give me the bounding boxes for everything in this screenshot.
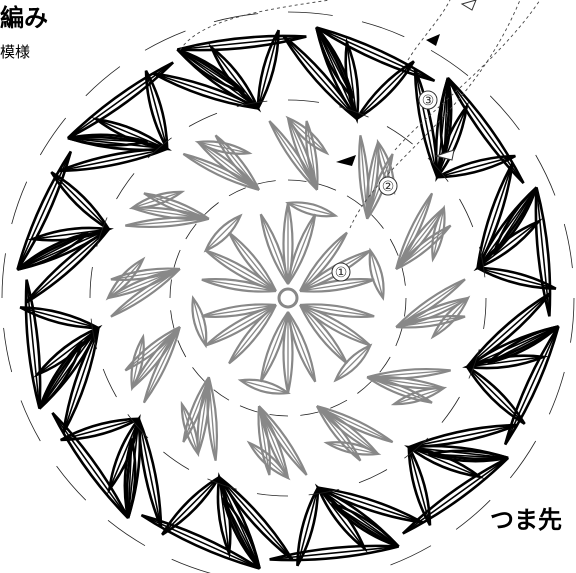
center-loop [279,289,297,307]
direction-arrow [371,215,383,229]
middle-ring-stitches [108,118,468,478]
direction-arrow [214,14,258,22]
direction-arrow [108,520,145,545]
direction-arrow [300,412,318,415]
outer-stitch-line [467,367,524,424]
outer-stitch-line [409,425,517,447]
direction-arrows [2,12,574,573]
direction-arrow [442,397,460,423]
direction-arrow [288,12,333,16]
outer-stitch-line [297,488,318,566]
outer-stitch-line [162,477,219,534]
outer-stitch-line [415,69,437,177]
direction-arrow [193,367,205,381]
direction-arrow [431,50,468,75]
direction-arrow [257,494,288,496]
direction-arrow [380,357,391,372]
direction-arrow [405,298,407,317]
outer-stitch-line [59,149,167,171]
outer-stitch-line [20,307,98,328]
direction-arrow [4,328,12,372]
direction-arrow [319,184,337,190]
direction-arrow [402,268,405,286]
direction-arrow [510,441,535,478]
direction-arrow [390,239,398,256]
outer-stitch-line [258,30,279,108]
direction-arrow [189,113,217,126]
direction-arrow [571,298,575,343]
direction-arrow [362,22,404,37]
round-marker-3: ③ [422,93,435,109]
direction-arrow [178,340,186,357]
direction-arrow [12,182,27,224]
direction-arrow [21,401,40,442]
leader-line [408,0,450,60]
direction-arrow [90,267,92,298]
direction-arrow [214,390,229,401]
direction-arrow [171,310,174,328]
outer-stitch-line [51,172,108,229]
round-marker-1: ① [335,265,348,281]
direction-arrow [288,100,319,102]
magic-ring-icon [279,289,297,307]
center-ring-stitches [192,202,383,393]
direction-arrow [86,67,120,96]
outer-ring-stitches [18,28,559,569]
outer-stitch-line [139,419,161,527]
outer-stitch-line [357,61,414,118]
direction-arrow [2,253,6,298]
direction-arrow [347,196,362,207]
direction-arrow [170,280,172,299]
direction-arrow [549,372,564,414]
direction-arrow [460,199,473,227]
direction-arrow [564,224,572,268]
round-marker-2: ② [382,179,395,195]
direction-arrow [391,546,432,565]
leader-line [350,0,520,228]
direction-arrow [40,118,65,155]
direction-arrow [174,250,180,268]
direction-arrow [172,559,214,573]
direction-arrow [484,298,486,329]
direction-arrow [330,400,347,408]
direction-arrow [536,155,555,196]
direction-arrow [229,188,246,196]
direction-arrow [258,181,276,184]
direction-arrow [145,31,186,50]
direction-arrow [205,203,219,215]
direction-arrow [57,466,86,500]
direction-arrow [163,452,189,470]
chart-title: 編み [0,0,48,33]
direction-arrow [103,369,116,397]
chart-subtitle: 模様 [0,41,30,62]
start-triangle-1 [336,155,356,166]
direction-arrow [359,470,387,483]
outer-stitch-line [478,268,556,289]
direction-arrow [288,180,307,182]
direction-arrow [117,173,135,199]
direction-arrow [456,500,490,529]
direction-arrow [186,224,197,239]
end-triangle-2 [462,0,476,10]
direction-arrow [270,415,289,417]
start-triangle-2 [426,34,440,46]
direction-arrow [240,406,258,412]
direction-arrow [396,329,402,347]
direction-arrow [357,381,371,393]
direction-arrow [490,96,519,130]
toe-label: つま先 [490,500,562,535]
